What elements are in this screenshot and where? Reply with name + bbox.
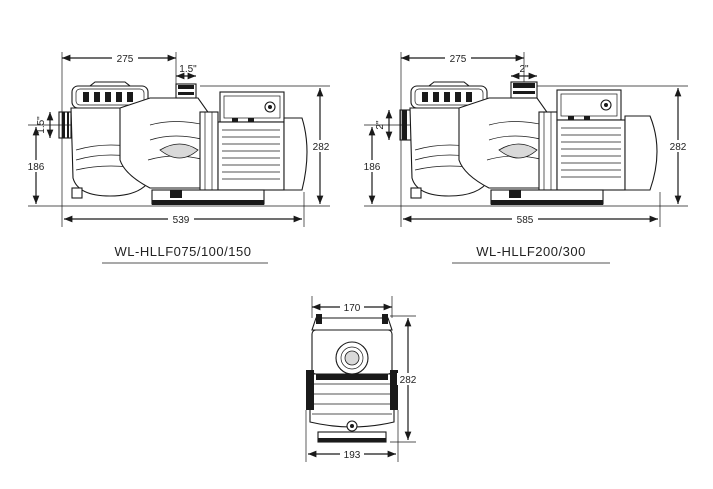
- dim-center-height-label: 186: [28, 162, 45, 173]
- strainer-lid: [410, 81, 488, 109]
- outlet-port: [510, 81, 538, 99]
- volute-housing: [119, 97, 211, 189]
- motor: [556, 115, 658, 191]
- volute-housing: [458, 97, 550, 189]
- dim-total-height-label: 282: [670, 142, 687, 153]
- model-label-left: WL-HLLF075/100/150: [115, 244, 252, 259]
- dim-front-base-width-label: 193: [344, 450, 361, 461]
- dim-port-top-label: 2": [519, 64, 529, 75]
- pump-front-view: 170 282 193: [305, 296, 421, 462]
- pump-side-view-large: 275 2" 2" 186 282 585 WL-HLLF200/300: [362, 52, 689, 264]
- dim-front-top-width-label: 170: [344, 303, 361, 314]
- dim-top-length-label: 275: [117, 54, 134, 65]
- strainer-lid: [71, 81, 149, 109]
- terminal-box: [219, 91, 285, 124]
- dim-total-height-label: 282: [313, 142, 330, 153]
- dim-center-height-label: 186: [364, 162, 381, 173]
- dim-total-length-label: 539: [173, 215, 190, 226]
- dim-top-length-label: 275: [450, 54, 467, 65]
- terminal-box: [556, 89, 622, 122]
- dim-total-length-label: 585: [517, 215, 534, 226]
- dim-front-height-label: 282: [400, 375, 417, 386]
- front-inlet: [335, 341, 369, 375]
- model-label-right: WL-HLLF200/300: [476, 244, 586, 259]
- outlet-port: [175, 83, 197, 99]
- dim-port-top-label: 1.5": [179, 64, 197, 75]
- pump-side-view-small: 275 1.5" 1.5" 186 282 539 WL-HLLF075/100…: [26, 52, 332, 264]
- motor: [217, 117, 308, 191]
